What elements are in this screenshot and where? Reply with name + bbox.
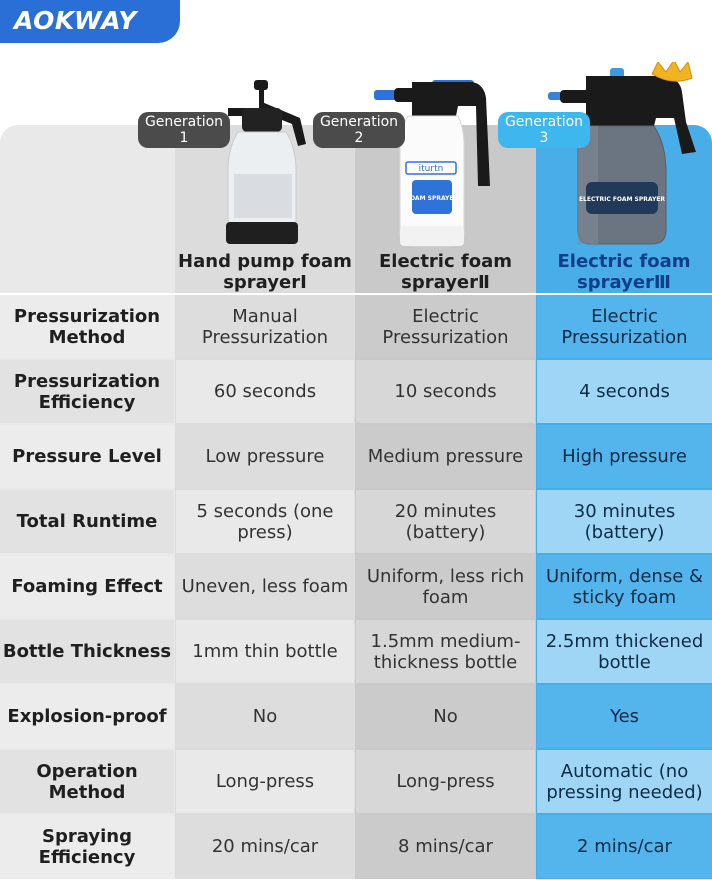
row-label: Operation Method (0, 750, 174, 813)
row-value-gen2: Medium pressure (356, 425, 535, 488)
brand-logo: AOKWAY (0, 0, 180, 43)
brand-logo-text: AOKWAY (14, 6, 137, 35)
row-value-gen3: Electric Pressurization (537, 295, 712, 358)
row-value-gen2: 1.5mm medium-thickness bottle (356, 620, 535, 683)
row-label: Spraying Efficiency (0, 815, 174, 878)
row-value-gen3: 4 seconds (537, 360, 712, 423)
table-row: Pressurization Method Manual Pressurizat… (0, 295, 712, 360)
row-label: Total Runtime (0, 490, 174, 553)
generation-badge-3: Generation 3 (498, 112, 590, 148)
generation-badge-1: Generation 1 (138, 112, 230, 148)
table-row: Foaming Effect Uneven, less foam Uniform… (0, 555, 712, 620)
generation-badge-label: Generation (319, 114, 399, 130)
row-value-gen1: No (176, 685, 354, 748)
hand-pump-bottle-image (226, 80, 306, 244)
table-divider (0, 293, 712, 295)
row-value-gen2: 8 mins/car (356, 815, 535, 878)
row-value-gen2: Uniform, less rich foam (356, 555, 535, 618)
table-row: Pressure Level Low pressure Medium press… (0, 425, 712, 490)
row-value-gen3: 2.5mm thickened bottle (537, 620, 712, 683)
row-label: Explosion-proof (0, 685, 174, 748)
row-value-gen3: Automatic (no pressing needed) (537, 750, 712, 813)
table-row: Total Runtime 5 seconds (one press) 20 m… (0, 490, 712, 555)
generation-badge-number: 2 (354, 130, 364, 146)
row-value-gen1: 1mm thin bottle (176, 620, 354, 683)
row-label: Pressure Level (0, 425, 174, 488)
electric-sprayer-gen2-image: iturtn FOAM SPRAYER (374, 80, 490, 247)
row-value-gen1: Manual Pressurization (176, 295, 354, 358)
row-value-gen1: Long-press (176, 750, 354, 813)
row-value-gen2: 20 minutes (battery) (356, 490, 535, 553)
generation-badge-label: Generation (144, 114, 224, 130)
row-value-gen1: Uneven, less foam (176, 555, 354, 618)
row-value-gen2: Long-press (356, 750, 535, 813)
row-label: Pressurization Method (0, 295, 174, 358)
row-value-gen3: Yes (537, 685, 712, 748)
gen2-bottle-label-text: FOAM SPRAYER (406, 195, 459, 202)
row-value-gen1: Low pressure (176, 425, 354, 488)
row-value-gen2: Electric Pressurization (356, 295, 535, 358)
generation-badge-number: 3 (539, 130, 549, 146)
row-label: Bottle Thickness (0, 620, 174, 683)
row-value-gen1: 5 seconds (one press) (176, 490, 354, 553)
table-row: Explosion-proof No No Yes (0, 685, 712, 750)
row-value-gen2: 10 seconds (356, 360, 535, 423)
row-value-gen3: Uniform, dense & sticky foam (537, 555, 712, 618)
generation-badge-label: Generation (504, 114, 584, 130)
generation-badge-2: Generation 2 (313, 112, 405, 148)
row-value-gen3: 2 mins/car (537, 815, 712, 878)
row-value-gen3: 30 minutes (battery) (537, 490, 712, 553)
product-name-gen3: Electric foam sprayerⅢ (557, 251, 691, 293)
electric-sprayer-gen3-image: ELECTRIC FOAM SPRAYER (548, 62, 696, 245)
generation-badge-number: 1 (179, 130, 189, 146)
row-value-gen2: No (356, 685, 535, 748)
table-row: Operation Method Long-press Long-press A… (0, 750, 712, 815)
row-value-gen3: High pressure (537, 425, 712, 488)
row-value-gen1: 20 mins/car (176, 815, 354, 878)
table-row: Spraying Efficiency 20 mins/car 8 mins/c… (0, 815, 712, 880)
gen3-bottle-label-text: ELECTRIC FOAM SPRAYER (579, 196, 665, 203)
table-row: Pressurization Efficiency 60 seconds 10 … (0, 360, 712, 425)
gen2-bottle-brand-text: iturtn (419, 164, 444, 174)
table-row: Bottle Thickness 1mm thin bottle 1.5mm m… (0, 620, 712, 685)
row-value-gen1: 60 seconds (176, 360, 354, 423)
product-name-gen2: Electric foam sprayerⅡ (378, 251, 513, 293)
product-name-gen1: Hand pump foam sprayerⅠ (178, 251, 352, 293)
row-label: Pressurization Efficiency (0, 360, 174, 423)
row-label: Foaming Effect (0, 555, 174, 618)
